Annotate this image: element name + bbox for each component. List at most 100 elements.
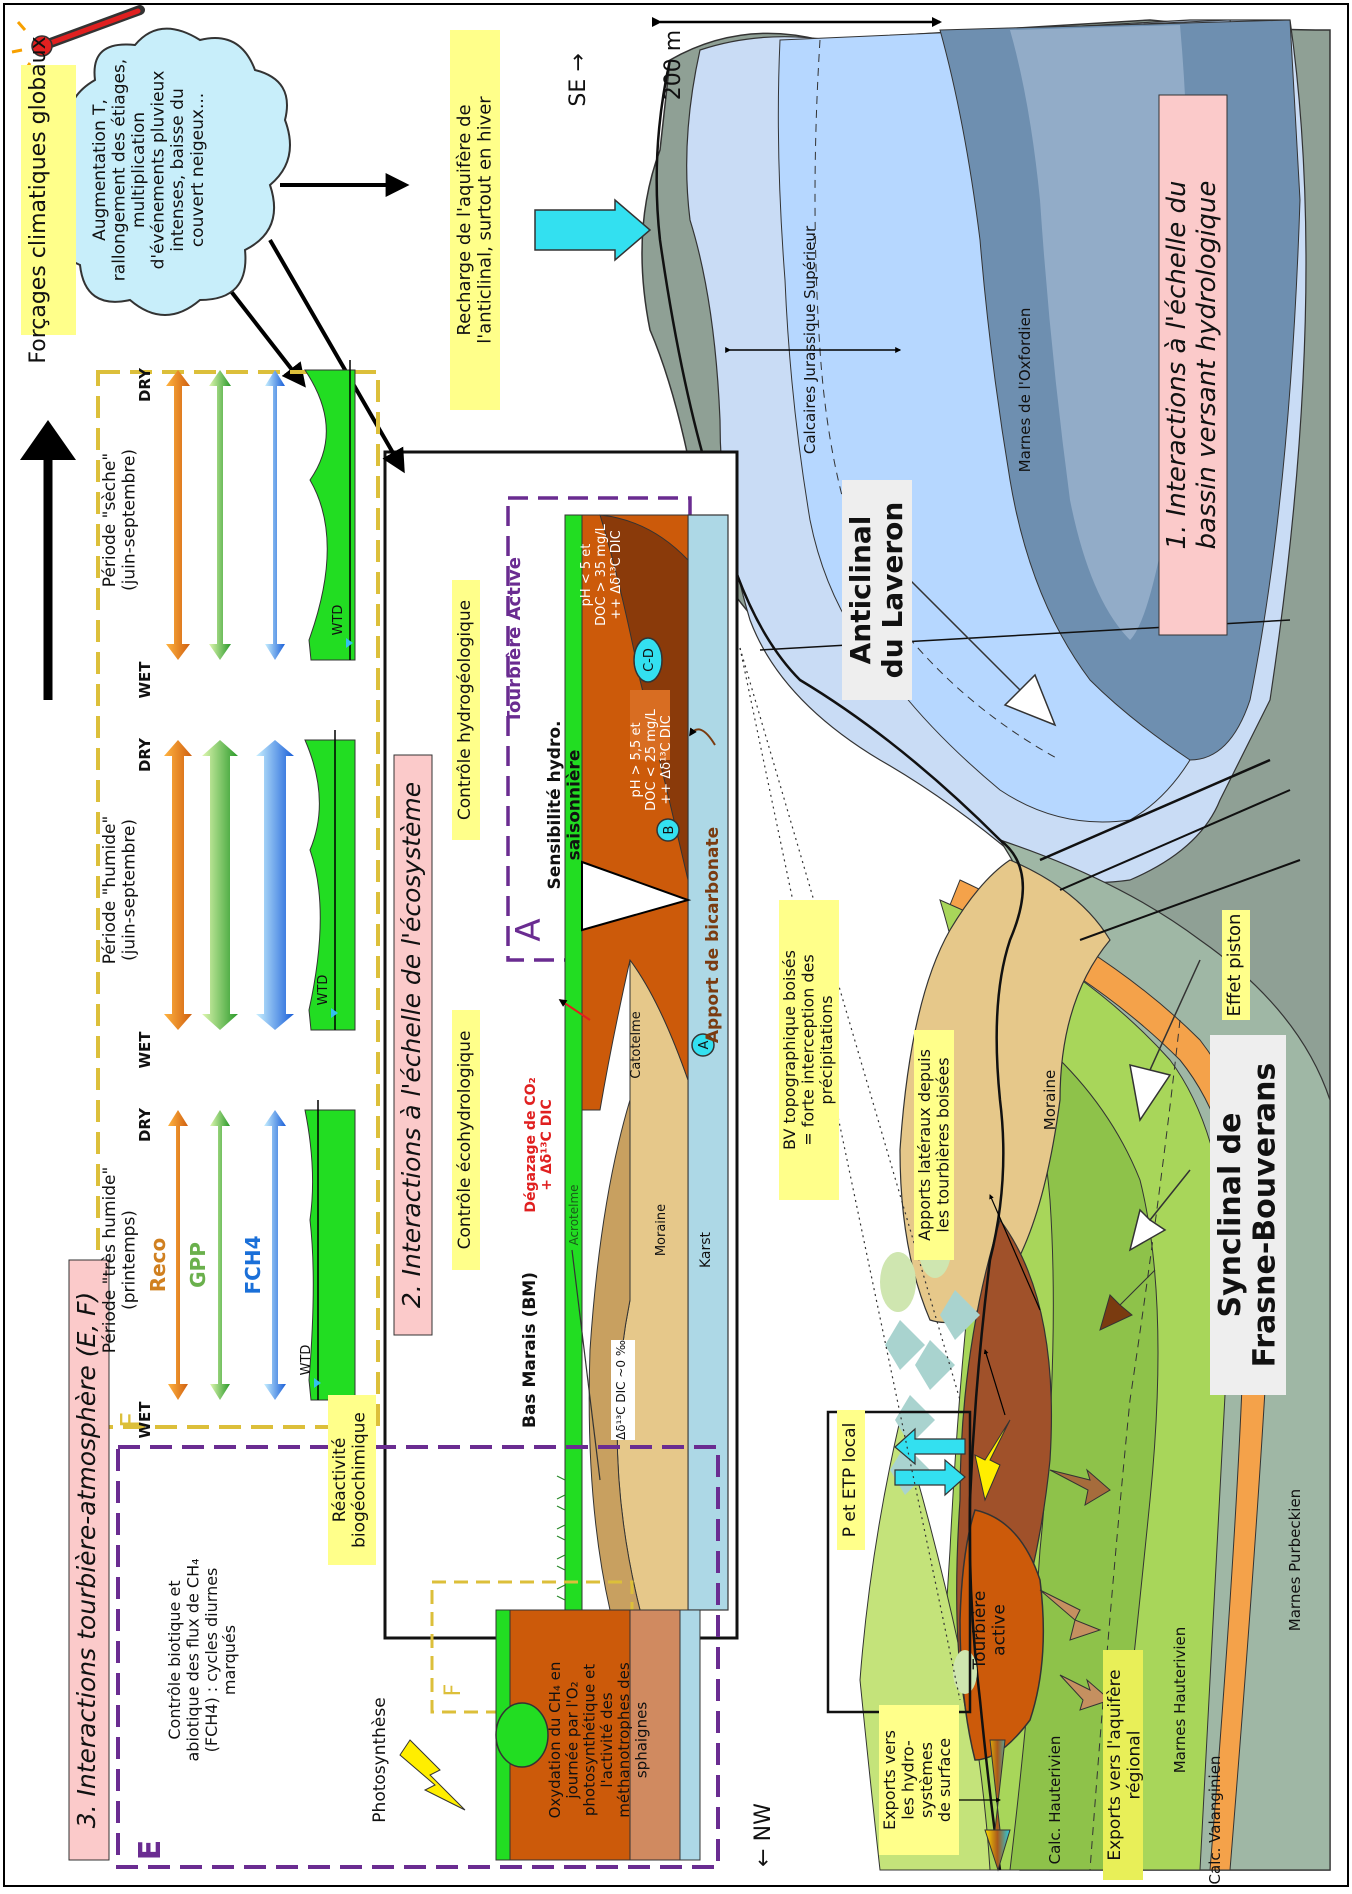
period-title-3-line-1: Période "sèche" [100, 453, 120, 587]
bv-note: BV topographique boisés= forte intercept… [779, 900, 839, 1200]
marker-cd-text: C-D [642, 648, 657, 672]
sensibilite-label: Sensibilité hydro.saisonnière [545, 721, 585, 890]
control-eco-line-1: Contrôle écohydrologique [455, 1031, 475, 1250]
tourbiere-active-line-1: Tourbière Active [504, 557, 525, 723]
dry-label-3-line-1: DRY [136, 367, 154, 402]
p-etp-note-bg [837, 1410, 865, 1550]
wtd-label-2-line-1: WTD [316, 975, 331, 1006]
panel2-title: 2. Interactions à l'échelle de l'écosyst… [393, 754, 433, 1336]
cloud-text-line-3: multiplication [129, 112, 149, 228]
exports-surface-note-line-1: Exports vers [880, 1730, 899, 1830]
scale-label: 200 m [661, 30, 686, 100]
syncline-label-line-2: Frasne-Bouverans [1248, 1063, 1283, 1368]
recharge-note-line-1: Recharge de l'aquifère de [454, 104, 475, 335]
peat-light-patch [630, 690, 670, 760]
wtd-marker-2 [331, 1008, 338, 1018]
layer-calc-hauterivien-label-line-1: Calc. Hauterivien [1046, 1736, 1064, 1865]
wtd-label-1-line-1: WTD [299, 1345, 314, 1376]
period-title-1-line-1: Période "très humide" [100, 1167, 120, 1354]
moss-tufts [556, 1475, 566, 1601]
degazage-arrow [558, 999, 591, 1021]
degazage-label-line-1: Dégazage de CO₂ [523, 1077, 539, 1212]
marker-b [656, 818, 680, 842]
syncline-label-line-1: Synclinal de [1213, 1112, 1248, 1317]
gpp-flux-arrow-period-2 [202, 740, 238, 1030]
marker-a [691, 1033, 715, 1057]
brown-flow-arrow-2 [1039, 1589, 1102, 1641]
panel1-title-bg [1158, 94, 1228, 636]
layer-purbeckien-orange [949, 879, 1271, 1871]
exports-regional-note-line-2: régional [1125, 1731, 1145, 1800]
ph-low-line-2: DOC < 25 mg/L [644, 708, 659, 810]
reactivite-note-bg [328, 1395, 376, 1565]
pointer-bv [989, 1194, 1041, 1311]
period-title-1: Période "très humide"(printemps) [100, 1167, 140, 1354]
panel2-title-bg [393, 754, 433, 1336]
p-etp-note: P et ETP local [837, 1410, 865, 1550]
fault-2 [1059, 789, 1291, 891]
ph-low-line-1: pH > 5,5 et [629, 722, 644, 797]
wtd-profiles-group [304, 360, 356, 1401]
layer-marnes-purbeckien-label: Marnes Purbeckien [1286, 1489, 1304, 1631]
box-a-text: A [509, 918, 549, 941]
acrotelme-label: Acrotelme [567, 1184, 581, 1245]
legend-gpp: GPP [186, 1242, 210, 1288]
forcages-label-bg [21, 65, 76, 335]
controle-biotique-line-1: Contrôle biotique et [165, 1580, 184, 1739]
export-surface-arrow [984, 1739, 1011, 1872]
recharge-arrow [534, 198, 652, 262]
delta-zero-line-1: Δδ¹³C DIC ~0 ‰ [614, 1340, 628, 1440]
recharge-note-bg [450, 30, 500, 410]
fault-3 [1079, 859, 1301, 941]
ph-high-line-1: pH < 5 et [579, 544, 594, 607]
layer-marnes-hauterivien-label-line-1: Marnes Hauterivien [1171, 1627, 1189, 1774]
marker-a-text: A [697, 1040, 712, 1049]
box-f-text-line-1: F [114, 1412, 147, 1428]
layer-marnes-stripe [1010, 25, 1188, 640]
wtd-moss-2 [304, 739, 356, 1031]
period-title-2: Période "humide"(juin-septembre) [100, 816, 140, 965]
direction-se: SE → [566, 53, 591, 106]
e-section [495, 1609, 701, 1861]
apport-bicarb: Apport de bicarbonate [703, 827, 723, 1043]
recharge-note-line-2: l'anticlinal, surtout en hiver [475, 96, 496, 344]
zoom-connector-1 [739, 647, 961, 1401]
legend-reco-line-1: Reco [146, 1238, 170, 1293]
dry-label-1-line-1: DRY [136, 1107, 154, 1142]
sensibilite-label-line-1: Sensibilité hydro. [545, 721, 565, 890]
layer-calc-hauterivien-label: Calc. Hauterivien [1046, 1736, 1064, 1865]
piston-label-bg [1222, 910, 1250, 1020]
direction-se-line-1: SE → [566, 53, 591, 106]
anticline-label-bg [842, 480, 912, 700]
layer-marnes-oxfordien-label-line-1: Marnes de l'Oxfordien [1016, 308, 1034, 473]
panel2-title-line-1: 2. Interactions à l'échelle de l'écosyst… [397, 782, 426, 1308]
bv-note-line-1: BV topographique boisés [780, 950, 799, 1150]
exports-surface-note-line-2: les hydro- [898, 1740, 917, 1820]
wet-label-2: WET [136, 1031, 154, 1069]
reactivite-note-line-1: Réactivité [330, 1438, 350, 1523]
gpp-flux-arrow-period-1 [210, 1110, 230, 1400]
oxydation-label-line-4: l'activité des [598, 1692, 616, 1787]
control-hydro: Contrôle hydrogéologique [452, 580, 480, 840]
wtd-marker-1 [314, 1378, 321, 1388]
box-f-gold [96, 370, 380, 1429]
oxydation-label-line-1: Oxydation du CH₄ en [546, 1662, 564, 1819]
layer-karst [687, 514, 729, 1611]
wet-label-3-line-1: WET [136, 661, 154, 699]
cloud-text-line-6: couvert neigeux... [188, 93, 208, 247]
tourbiere-label-line-2: active [990, 1604, 1010, 1656]
control-eco-bg [452, 1010, 480, 1270]
box-f-small-text: F [441, 1684, 466, 1697]
layer-moraine-label-line-1: Moraine [1041, 1070, 1059, 1130]
fch4-flux-arrow-period-3 [265, 370, 285, 660]
anticline-label-line-1: Anticlinal [844, 516, 877, 665]
layer-moraine-label: Moraine [1041, 1070, 1059, 1130]
